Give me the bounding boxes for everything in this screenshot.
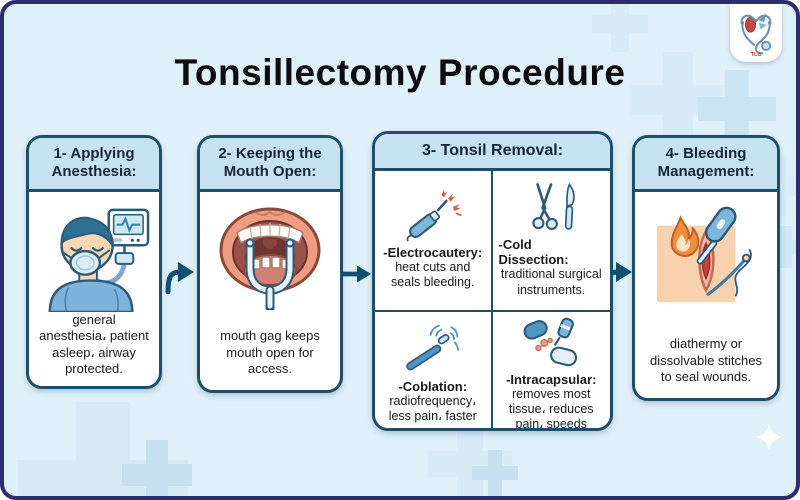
mouth-gag-icon [219, 207, 321, 310]
step-1-header: 1- Applying Anesthesia: [29, 138, 159, 192]
cautery-stitches-wound-icon [656, 206, 752, 302]
method-desc: traditional surgical instruments. [500, 267, 602, 297]
step-2-header: 2- Keeping the Mouth Open: [200, 138, 340, 192]
step-card-mouth-open: 2- Keeping the Mouth Open: [197, 135, 343, 393]
method-name: -Cold Dissection: [498, 237, 569, 268]
intracapsular-capsule-icon [523, 317, 578, 366]
method-name: -Intracapsular: [506, 371, 597, 387]
clinic-logo-badge: TLC [730, 4, 782, 62]
page-title: Tonsillectomy Procedure [174, 52, 626, 93]
method-name: -Electrocautery: [383, 244, 483, 260]
background-cross-decoration [122, 440, 192, 496]
patient-anesthesia-mask-icon [48, 208, 150, 312]
surgical-scissors-scalpel-icon [532, 183, 576, 231]
method-cell-electrocautery: -Electrocautery: heat cuts and seals ble… [375, 170, 493, 312]
step-card-bleeding-management: 4- Bleeding Management: diathermy or dis… [632, 135, 780, 401]
logo-text: TLC [751, 52, 762, 58]
background-cross-decoration [472, 450, 518, 496]
method-cell-cold-dissection: -Cold Dissection: traditional surgical i… [492, 171, 610, 312]
arrow-right-icon [165, 262, 194, 294]
background-cross-decoration [592, 4, 648, 52]
step-4-caption: diathermy or dissolvable stitches to sea… [650, 336, 762, 385]
electrocautery-pen-icon [406, 189, 462, 242]
step-card-tonsil-removal: 3- Tonsil Removal: -Electrocautery: heat… [372, 131, 613, 431]
step-card-anesthesia: 1- Applying Anesthesia: [26, 135, 162, 389]
method-cell-intracapsular: -Intracapsular: removes most tissue، red… [493, 312, 611, 431]
arrow-right-icon [340, 265, 372, 283]
step-1-caption: general anesthesia، patient asleep، airw… [39, 311, 149, 377]
step-2-caption: mouth gag keeps mouth open for access. [220, 328, 320, 377]
step-3-header: 3- Tonsil Removal: [375, 134, 610, 171]
method-cell-coblation: -Coblation: radiofrequency، less pain، f… [375, 311, 493, 428]
method-desc: radiofrequency، less pain، faster recove… [388, 394, 477, 428]
method-desc: removes most tissue، reduces pain، speed… [508, 386, 594, 431]
method-desc: heat cuts and seals bleeding. [391, 259, 475, 290]
step-4-header: 4- Bleeding Management: [635, 138, 777, 192]
coblation-wand-icon [405, 324, 459, 371]
stethoscope-heart-icon: TLC [740, 13, 772, 58]
method-name: -Coblation: [398, 379, 468, 395]
sparkle-icon [756, 424, 782, 450]
